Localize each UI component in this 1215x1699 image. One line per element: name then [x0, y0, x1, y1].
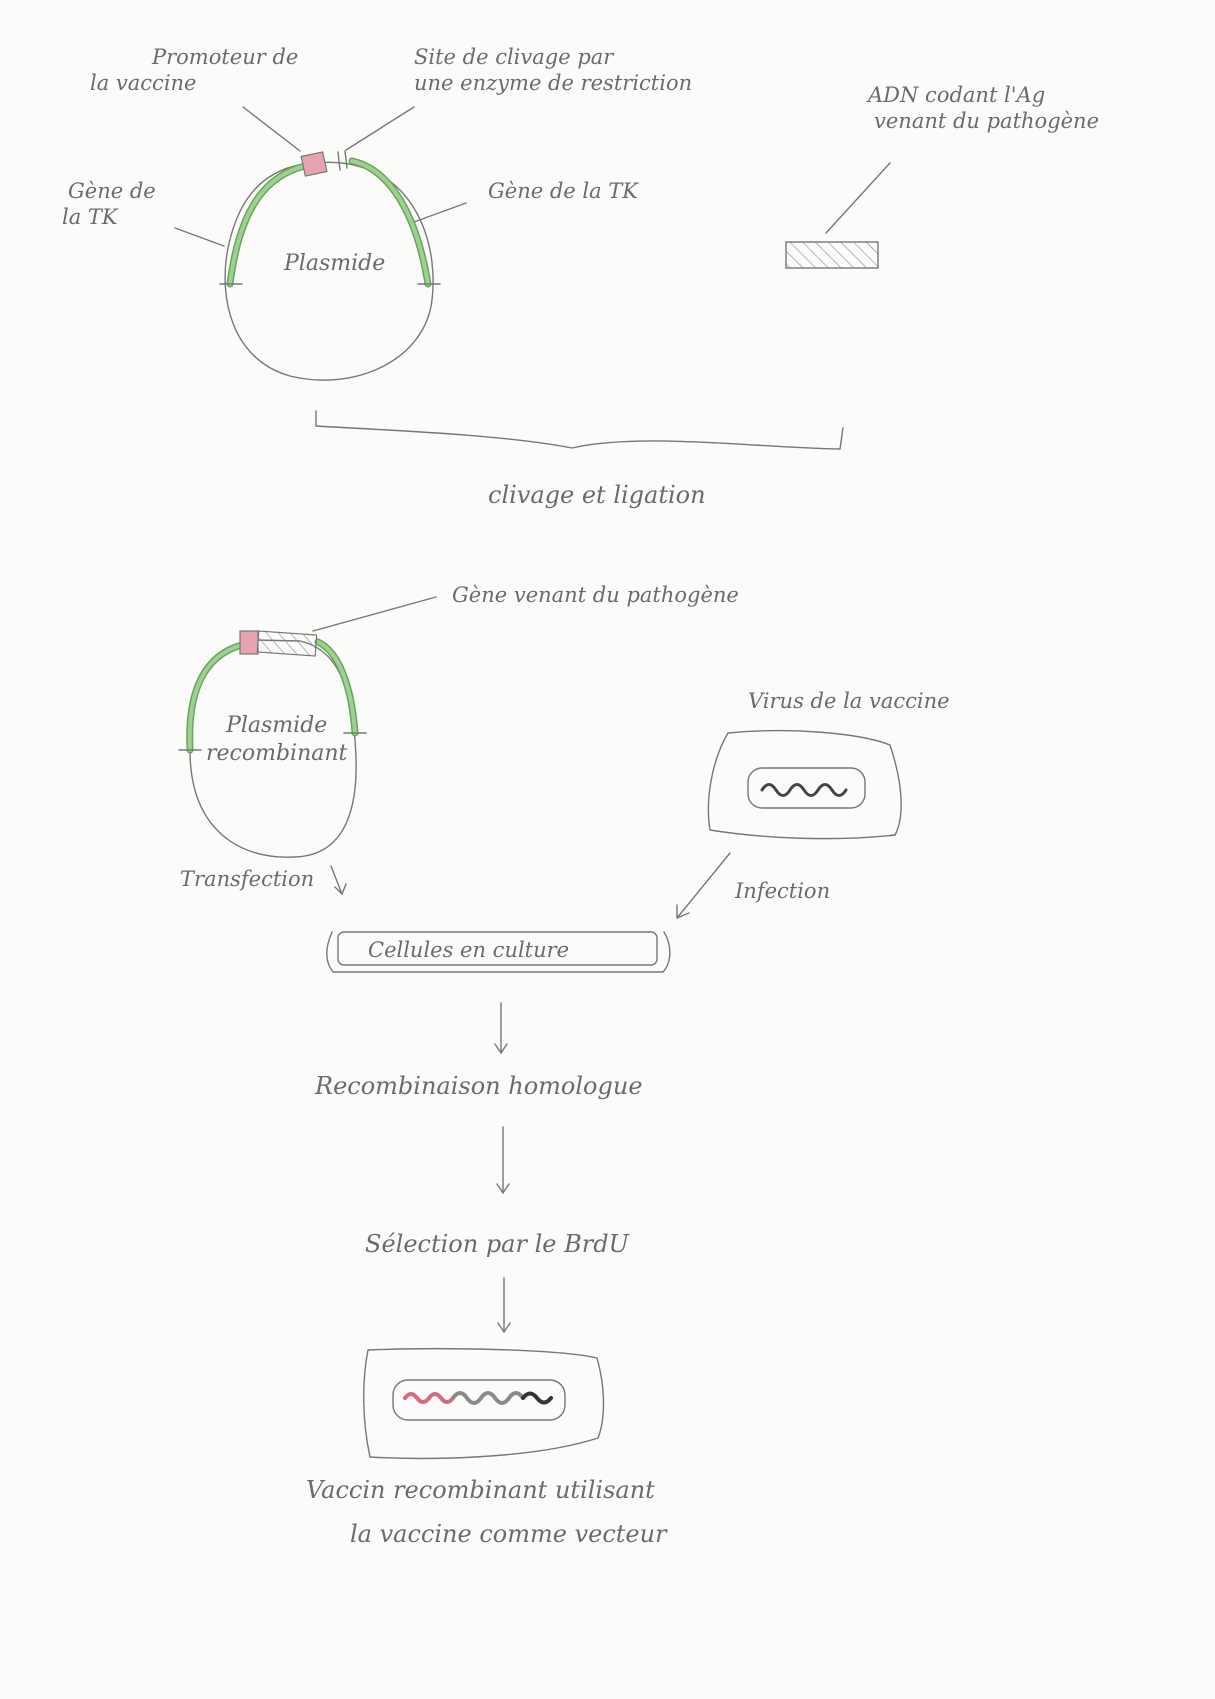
pathogen-gene-leader	[312, 596, 437, 632]
vaccinia-virus	[707, 729, 902, 840]
virus-inner	[747, 767, 866, 809]
recombinant-virus-inner	[392, 1379, 566, 1421]
down-arrow-3	[497, 1277, 511, 1333]
tk-left-leader	[174, 227, 225, 247]
tk-gene-right-fill	[350, 159, 430, 286]
culture-dish-inner	[337, 931, 658, 966]
recombinant-dna-hatched	[451, 1391, 525, 1405]
site-leader	[345, 106, 415, 151]
pathogen-gene-box	[256, 630, 318, 657]
virus-dna	[760, 783, 848, 797]
promoter-leader	[242, 106, 301, 152]
tk-gene-rec-right-fill	[316, 640, 357, 735]
virus-outer	[707, 729, 902, 840]
transfection-label: Transfection	[180, 867, 315, 891]
tk-gene-right-label: Gène de la TK	[488, 179, 638, 203]
homologous-recombination-label: Recombinaison homologue	[315, 1072, 643, 1100]
culture-dish	[326, 931, 671, 973]
recombinant-vaccine-label-line-1: Vaccin recombinant utilisant	[306, 1476, 655, 1504]
recombinant-plasmid-label: Plasmide recombinant	[206, 712, 347, 767]
promoter-box-recombinant	[239, 630, 259, 655]
dna-leader	[825, 162, 891, 234]
recombinant-dna-dark	[521, 1391, 553, 1405]
promoter-label-line-1: Promoteur de	[152, 45, 299, 69]
vaccinia-virus-label: Virus de la vaccine	[748, 689, 950, 713]
recombinant-plasmid-label-line-2: recombinant	[206, 740, 348, 766]
infection-arrow-head	[676, 904, 690, 919]
transfection-arrow	[330, 865, 343, 895]
dna-label-line-1: ADN codant l'Ag	[868, 83, 1046, 107]
tk-gene-left-label-line-1: Gène de	[68, 179, 156, 203]
down-arrow-1	[494, 1002, 508, 1054]
tk-gene-left-label-line-2: la TK	[62, 205, 118, 230]
promoter-box	[300, 151, 328, 177]
tk-gene-left-label: Gène de la TK	[62, 178, 156, 231]
recombinant-vaccine-label-line-2: la vaccine comme vecteur	[350, 1520, 667, 1548]
infection-label: Infection	[735, 879, 831, 903]
recombinant-virus-outer	[363, 1348, 605, 1460]
recombinant-dna-pink	[403, 1392, 455, 1404]
tk-gene-left-fill	[228, 164, 307, 286]
dna-fragment	[785, 162, 891, 269]
restriction-site-label: Site de clivage par une enzyme de restri…	[414, 44, 692, 97]
transfection-arrow-head	[334, 883, 347, 895]
dna-fragment-box	[785, 241, 879, 269]
restriction-site-mark-2	[344, 150, 348, 169]
brdu-selection-label: Sélection par le BrdU	[365, 1230, 629, 1258]
restriction-site-label-line-1: Site de clivage par	[414, 45, 614, 69]
recombinant-vaccine-label: Vaccin recombinant utilisant la vaccine …	[306, 1475, 667, 1549]
recombinant-plasmid-label-line-1: Plasmide	[226, 713, 328, 738]
restriction-site-label-line-2: une enzyme de restriction	[414, 71, 693, 96]
restriction-site-mark-1	[337, 151, 341, 171]
tk-gene-rec-left-fill	[187, 643, 244, 752]
infection-arrow	[676, 852, 731, 919]
promoter-label: Promoteur de la vaccine	[90, 44, 298, 97]
plasmid-top	[174, 106, 467, 381]
cleavage-brace	[315, 410, 844, 450]
dna-label: ADN codant l'Ag venant du pathogène	[868, 82, 1099, 135]
culture-dish-outer	[326, 931, 671, 973]
plasmid-recombinant	[178, 596, 437, 858]
promoter-label-line-2: la vaccine	[90, 71, 197, 96]
tk-right-leader	[413, 202, 467, 223]
cleavage-ligation-label: clivage et ligation	[488, 481, 706, 509]
dna-label-line-2: venant du pathogène	[874, 109, 1100, 134]
pathogen-gene-label: Gène venant du pathogène	[452, 583, 739, 607]
plasmid-label: Plasmide	[284, 251, 386, 276]
cells-culture-label: Cellules en culture	[368, 938, 570, 962]
down-arrow-2	[496, 1126, 510, 1194]
recombinant-virus	[363, 1348, 605, 1460]
